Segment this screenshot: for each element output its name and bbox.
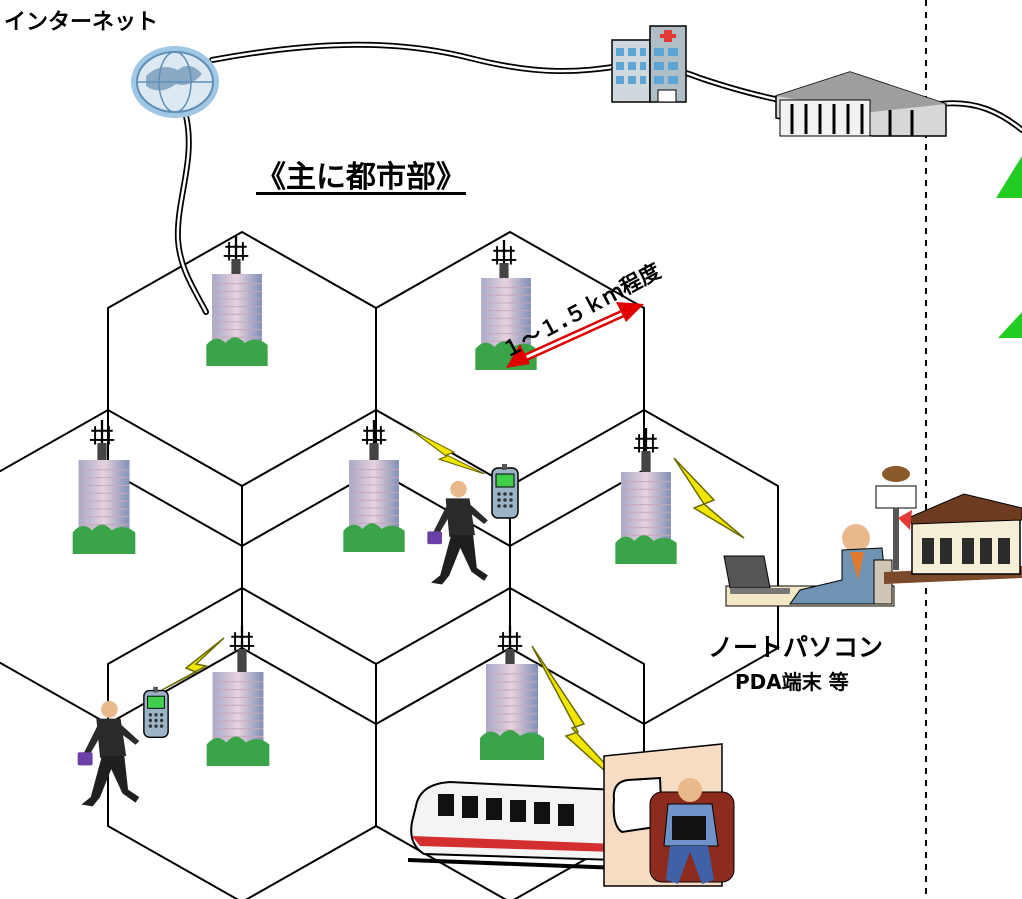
walking-businessman-icon (427, 480, 488, 585)
lightning-signal-icon (673, 457, 745, 539)
antenna-tower-icon (88, 420, 116, 466)
laptop-user-icon (723, 524, 895, 607)
office-building-icon (480, 664, 544, 760)
office-building-icon (206, 672, 270, 766)
device-label-line1: ノートパソコン (708, 633, 884, 662)
internet-label: インターネット (4, 10, 159, 35)
office-building-icon (72, 460, 136, 554)
train-passenger-icon (603, 743, 735, 887)
backbone-cable (174, 41, 1022, 315)
antenna-tower-icon (228, 626, 256, 672)
lightning-signal-icon (410, 430, 486, 474)
hospital-icon (611, 25, 687, 103)
antenna-tower-icon (632, 428, 660, 474)
hex-cell (0, 408, 243, 726)
train-icon (407, 780, 621, 870)
mobile-phone-icon (491, 464, 519, 519)
office-building-icon (205, 274, 269, 366)
mobile-phone-icon (143, 686, 169, 738)
hex-cell (375, 586, 645, 899)
antenna-tower-icon (360, 420, 388, 466)
burger-shop-icon (875, 466, 1022, 584)
data-center-icon (775, 71, 947, 137)
office-building-icon (614, 472, 678, 564)
green-marker-icon (998, 312, 1022, 338)
device-label-line2: PDA端末 等 (735, 670, 849, 694)
region-title: 《主に都市部》 (256, 160, 466, 195)
office-building-icon (342, 460, 406, 552)
range-arrow (506, 302, 644, 368)
globe-icon (131, 46, 219, 118)
green-marker-icon (996, 156, 1022, 198)
